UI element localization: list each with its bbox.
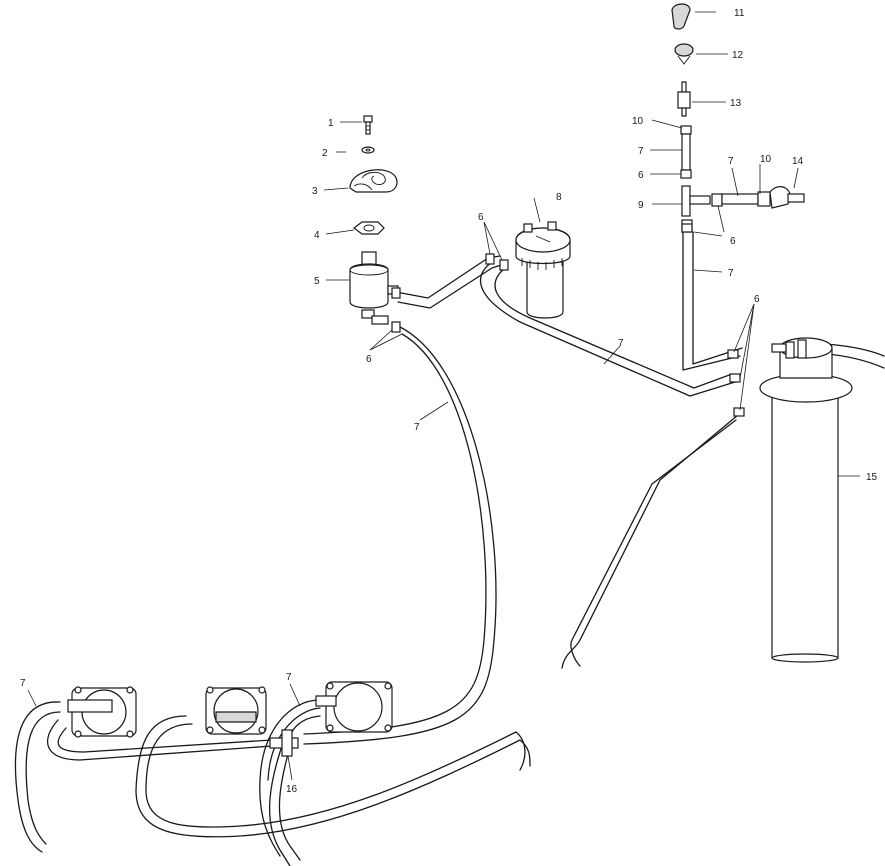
label-13: 13: [730, 98, 742, 109]
part-3-pump-cover: [349, 169, 398, 193]
label-3: 3: [312, 186, 318, 197]
label-6-upper: 6: [638, 170, 644, 181]
part-7-hose-short-right: [721, 193, 759, 205]
part-16-tee-fitting: [269, 729, 299, 757]
part-6-hose-clamps: [391, 223, 745, 417]
part-5-fuel-pump: [349, 251, 399, 325]
carburetor-left: [67, 686, 137, 738]
label-10-upper: 10: [632, 116, 644, 127]
part-1-screw: [363, 115, 373, 135]
part-2-washer: [361, 146, 375, 154]
label-16: 16: [286, 784, 298, 795]
part-10-clamp-upper: [680, 125, 692, 135]
carburetor-right: [315, 681, 393, 733]
label-7-middle: 7: [286, 672, 292, 683]
label-1: 1: [328, 118, 334, 129]
part-14-check-valve: [757, 186, 805, 209]
part-11-elbow-cap: [671, 3, 691, 30]
label-15: 15: [866, 472, 878, 483]
label-8: 8: [556, 192, 562, 203]
label-7-vertical: 7: [728, 268, 734, 279]
label-6-tee: 6: [730, 236, 736, 247]
part-15-oil-reservoir: [759, 337, 853, 663]
label-7-left: 7: [20, 678, 26, 689]
label-7-main: 7: [414, 422, 420, 433]
part-13-fitting: [677, 81, 691, 117]
label-7-upper: 7: [638, 146, 644, 157]
label-7-right: 7: [728, 156, 734, 167]
label-9: 9: [638, 200, 644, 211]
label-6-reservoir: 6: [754, 294, 760, 305]
part-10-clamp-right: [711, 193, 723, 207]
part-4-nut: [353, 221, 385, 235]
part-8-fuel-filter: [515, 221, 571, 319]
label-14: 14: [792, 156, 804, 167]
part-12-check-valve: [674, 43, 694, 65]
label-7-reservoir-hose: 7: [618, 338, 624, 349]
label-10-right: 10: [760, 154, 772, 165]
label-5: 5: [314, 276, 320, 287]
fuel-hoses: [14, 231, 885, 866]
carburetor-middle: [205, 686, 267, 735]
label-12: 12: [732, 50, 744, 61]
label-6-pump: 6: [366, 354, 372, 365]
part-7-hose-short-upper: [681, 133, 691, 171]
label-2: 2: [322, 148, 328, 159]
label-6-filter: 6: [478, 212, 484, 223]
callout-labels: 1 2 3 4 5 6 6 6 6 6 7 7 7 7 7 7 7 8 9 10…: [20, 8, 878, 795]
label-4: 4: [314, 230, 320, 241]
label-11: 11: [734, 8, 745, 19]
leader-lines: [27, 11, 860, 781]
part-6-clamp-upper: [680, 169, 692, 179]
